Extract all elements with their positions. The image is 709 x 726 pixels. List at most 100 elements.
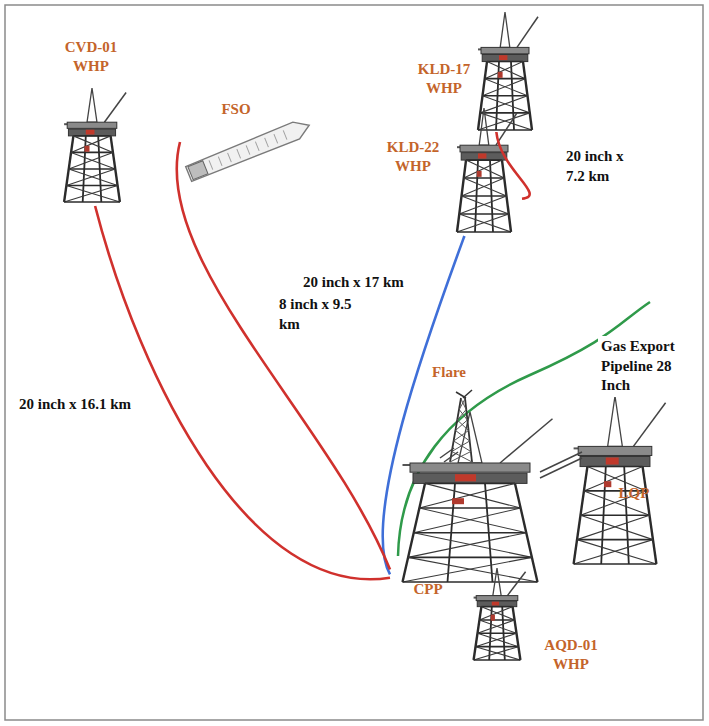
drawing-stroke (483, 95, 528, 97)
drawing-stroke (283, 130, 287, 139)
platform-tower (474, 568, 526, 660)
drawing-stroke (483, 79, 526, 96)
drawing-stroke (476, 646, 519, 648)
drawing-stroke (86, 130, 95, 135)
drawing-stroke (574, 540, 653, 564)
drawing-stroke (500, 419, 553, 463)
drawing-stroke (580, 456, 650, 466)
drawing-stroke (485, 79, 528, 96)
drawing-stroke (587, 466, 642, 468)
drawing-stroke (456, 420, 468, 431)
pipeline-size: 20 inch x 7.2 km (563, 146, 641, 187)
drawing-stroke (462, 195, 507, 197)
drawing-stroke (493, 568, 501, 596)
drawing-stroke (274, 134, 278, 143)
drawing-stroke (517, 17, 538, 48)
platform-label: AQD-01 WHP (540, 636, 602, 674)
drawing-stroke (578, 446, 652, 455)
drawing-stroke (67, 122, 117, 128)
platform-label: CPP (408, 580, 448, 599)
platform-node: CPP (390, 440, 560, 602)
drawing-stroke (608, 396, 623, 446)
drawing-stroke (462, 196, 509, 214)
drawing-stroke (66, 185, 119, 202)
platform-label: Flare (426, 363, 472, 382)
drawing-stroke (459, 213, 509, 215)
pipeline (95, 206, 390, 579)
drawing-stroke (71, 152, 115, 169)
drawing-stroke (414, 533, 532, 558)
drawing-stroke (481, 607, 514, 620)
drawing-stroke (209, 160, 213, 169)
drawing-stroke (73, 135, 110, 137)
drawing-stroke (419, 483, 515, 508)
drawing-stroke (66, 185, 117, 187)
drawing-stroke (478, 153, 486, 158)
drawing-stroke (452, 452, 472, 463)
pipeline (177, 142, 390, 570)
drawing-stroke (464, 178, 507, 196)
drawing-stroke (466, 160, 504, 178)
drawing-stroke (540, 452, 582, 472)
drawing-stroke (85, 146, 90, 152)
platform-node: Flare (418, 363, 493, 461)
drawing-stroke (492, 602, 499, 606)
drawing-stroke (425, 483, 515, 485)
drawing-stroke (483, 96, 530, 113)
drawing-stroke (459, 214, 511, 232)
drawing-stroke (185, 117, 312, 182)
drawing-stroke (478, 633, 519, 646)
drawing-stroke (68, 129, 115, 136)
drawing-stroke (481, 47, 529, 53)
drawing-stroke (410, 463, 530, 472)
flare-tower (450, 390, 472, 462)
bridge (440, 448, 582, 478)
pipeline-size: 8 inch x 9.5 km (276, 294, 356, 335)
drawing-stroke (482, 54, 528, 61)
drawing-stroke (444, 452, 458, 462)
drawing-stroke (581, 514, 650, 516)
drawing-stroke (498, 72, 503, 78)
drawing-stroke (71, 152, 113, 154)
drawing-stroke (461, 399, 466, 410)
drawing-stroke (485, 78, 526, 80)
drawing-stroke (476, 596, 518, 601)
drawing-stroke (66, 169, 115, 186)
platform-node: KLD-17 WHP (405, 10, 550, 132)
drawing-stroke (499, 55, 507, 60)
drawing-stroke (477, 171, 482, 177)
platform-tower (457, 108, 517, 232)
drawing-stroke (606, 457, 619, 464)
drawing-stroke (476, 647, 521, 660)
drawing-stroke (604, 481, 611, 487)
platform-tower (478, 12, 538, 130)
drawing-stroke (419, 508, 526, 533)
drawing-stroke (64, 201, 120, 203)
drawing-stroke (73, 136, 113, 153)
drawing-stroke (577, 540, 656, 564)
drawing-stroke (479, 619, 514, 621)
drawing-stroke (64, 185, 117, 202)
drawing-stroke (419, 507, 520, 509)
drawing-stroke (577, 539, 653, 541)
frame (5, 5, 703, 720)
drawing-stroke (408, 557, 537, 582)
platform-node: FSO (180, 98, 316, 186)
drawing-stroke (480, 96, 527, 113)
drawing-stroke (69, 152, 113, 169)
drawing-stroke (476, 633, 517, 646)
drawing-stroke (633, 403, 665, 447)
drawing-stroke (237, 149, 241, 158)
drawing-stroke (491, 615, 495, 621)
drawing-stroke (456, 392, 466, 398)
platform-label: KLD-22 WHP (382, 138, 444, 176)
drawing-stroke (188, 161, 208, 180)
drawing-stroke (71, 136, 111, 153)
platform-tower (403, 412, 553, 582)
platform-label: CVD-01 WHP (58, 38, 124, 76)
drawing-stroke (459, 196, 506, 214)
pipeline-label: Gas Export Pipeline 28 Inch (598, 336, 692, 397)
fso-ship (185, 117, 312, 182)
drawing-stroke (457, 420, 468, 431)
